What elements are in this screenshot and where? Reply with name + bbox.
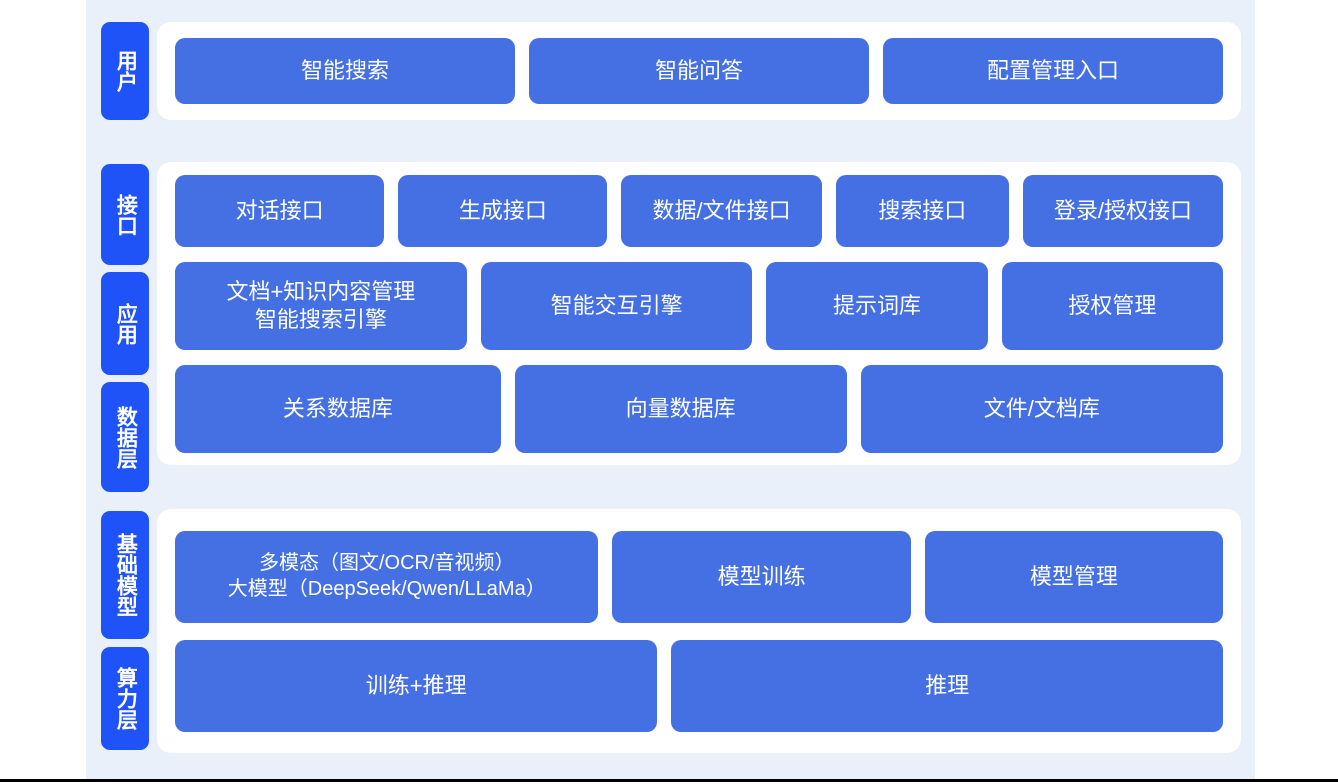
section-user: 用户 智能搜索 智能问答 配置管理入口 [86, 8, 1255, 134]
layer-label-compute: 算力层 [101, 647, 149, 750]
box-smart-interaction-engine[interactable]: 智能交互引擎 [480, 261, 753, 350]
layer-label-interface: 接口 [101, 164, 149, 265]
layer-label-user: 用户 [101, 22, 149, 120]
box-doc-knowledge-management-search-engine[interactable]: 文档+知识内容管理 智能搜索引擎 [175, 261, 467, 350]
box-relational-database[interactable]: 关系数据库 [175, 364, 501, 453]
box-inference[interactable]: 推理 [671, 639, 1223, 732]
layer-label-application: 应用 [101, 272, 149, 375]
architecture-diagram: 用户 智能搜索 智能问答 配置管理入口 接口 应用 数据层 对话接口 生成接口 … [86, 0, 1255, 779]
row-interfaces: 对话接口 生成接口 数据/文件接口 搜索接口 登录/授权接口 [175, 174, 1224, 247]
box-search-interface[interactable]: 搜索接口 [835, 174, 1009, 247]
box-file-document-store[interactable]: 文件/文档库 [860, 364, 1223, 453]
section-user-panel: 智能搜索 智能问答 配置管理入口 [157, 22, 1241, 120]
row-models: 多模态（图文/OCR/音视频） 大模型（DeepSeek/Qwen/LLaMa）… [175, 530, 1224, 623]
row-compute: 训练+推理 推理 [175, 639, 1223, 732]
row-data-stores: 关系数据库 向量数据库 文件/文档库 [175, 364, 1223, 453]
box-training-plus-inference[interactable]: 训练+推理 [175, 639, 658, 732]
section-middle-label-column: 接口 应用 数据层 [86, 148, 149, 492]
box-smart-qa[interactable]: 智能问答 [529, 38, 869, 104]
box-model-management[interactable]: 模型管理 [924, 530, 1224, 623]
box-config-management-entry[interactable]: 配置管理入口 [883, 38, 1223, 104]
box-authorization-management[interactable]: 授权管理 [1001, 261, 1223, 350]
box-smart-search[interactable]: 智能搜索 [175, 38, 515, 104]
section-user-label-column: 用户 [86, 8, 149, 134]
box-generation-interface[interactable]: 生成接口 [398, 174, 608, 247]
section-middle: 接口 应用 数据层 对话接口 生成接口 数据/文件接口 搜索接口 登录/授权接口… [86, 148, 1255, 492]
box-prompt-library[interactable]: 提示词库 [766, 261, 988, 350]
section-foundation: 基础模型 算力层 多模态（图文/OCR/音视频） 大模型（DeepSeek/Qw… [86, 495, 1255, 767]
section-middle-panel: 对话接口 生成接口 数据/文件接口 搜索接口 登录/授权接口 文档+知识内容管理… [157, 162, 1241, 465]
section-foundation-panel: 多模态（图文/OCR/音视频） 大模型（DeepSeek/Qwen/LLaMa）… [157, 509, 1241, 753]
box-model-training[interactable]: 模型训练 [612, 530, 911, 623]
box-dialog-interface[interactable]: 对话接口 [175, 174, 385, 247]
bottom-divider [0, 779, 1338, 782]
box-vector-database[interactable]: 向量数据库 [514, 364, 847, 453]
box-multimodal-large-model[interactable]: 多模态（图文/OCR/音视频） 大模型（DeepSeek/Qwen/LLaMa） [175, 530, 599, 623]
box-data-file-interface[interactable]: 数据/文件接口 [621, 174, 822, 247]
row-user-entries: 智能搜索 智能问答 配置管理入口 [175, 38, 1223, 104]
layer-label-foundation-model: 基础模型 [101, 511, 149, 639]
box-login-auth-interface[interactable]: 登录/授权接口 [1022, 174, 1224, 247]
layer-label-data: 数据层 [101, 382, 149, 492]
row-applications: 文档+知识内容管理 智能搜索引擎 智能交互引擎 提示词库 授权管理 [175, 261, 1223, 350]
section-foundation-label-column: 基础模型 算力层 [86, 495, 149, 767]
